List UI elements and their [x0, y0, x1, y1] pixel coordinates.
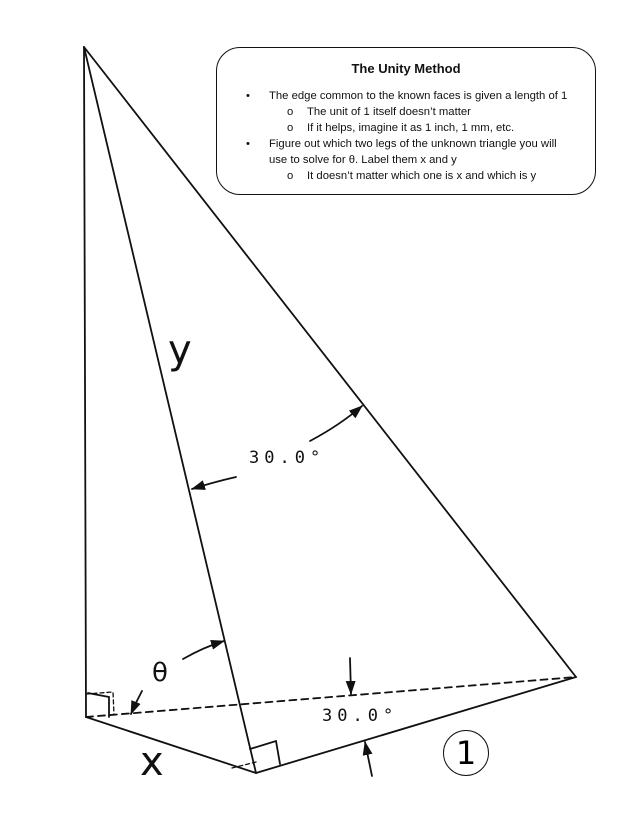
bullet-marker: o — [287, 170, 294, 182]
label-x: x — [140, 739, 164, 785]
note-text: If it helps, imagine it as 1 inch, 1 mm,… — [307, 122, 515, 134]
note-subitem: o The unit of 1 itself doesn’t matter — [231, 104, 567, 120]
note-item: • Figure out which two legs of the unknow… — [231, 136, 567, 152]
hidden-edge — [85, 676, 577, 718]
bullet-marker: o — [287, 106, 294, 118]
right-angle-dash-front — [231, 761, 257, 769]
unit-edge-value: 1 — [455, 734, 477, 772]
label-angle-bottom: 30.0° — [322, 706, 399, 726]
theta-arc-lower — [130, 690, 143, 715]
note-item-continued: use to solve for θ. Label them x and y — [231, 152, 567, 168]
note-list: • The edge common to the known faces is g… — [231, 88, 567, 184]
label-y: y — [168, 327, 192, 373]
note-text: It doesn’t matter which one is x and whi… — [307, 170, 537, 182]
note-subitem: o It doesn’t matter which one is x and wh… — [231, 168, 567, 184]
note-text: use to solve for θ. Label them x and y — [269, 154, 457, 166]
unit-edge-label: 1 — [443, 730, 489, 776]
edge-front-right — [255, 676, 577, 774]
right-angle-mark-left-hidden — [85, 691, 115, 716]
note-text: The edge common to the known faces is gi… — [269, 90, 568, 102]
note-item: • The edge common to the known faces is g… — [231, 88, 567, 104]
right-angle-mark-front — [249, 739, 281, 765]
edge-left-front — [85, 716, 257, 774]
note-text: The unit of 1 itself doesn’t matter — [307, 106, 471, 118]
label-angle-top: 30.0° — [249, 448, 326, 468]
bullet-marker: o — [287, 122, 294, 134]
bullet-marker: • — [246, 138, 250, 150]
edge-apex-right — [83, 46, 577, 678]
note-text: Figure out which two legs of the unknown… — [269, 138, 557, 150]
bullet-marker: • — [246, 90, 250, 102]
right-angle-mark-left — [87, 692, 110, 718]
angle-arc-top-right — [309, 405, 363, 442]
edge-apex-left — [83, 46, 87, 718]
note-subitem: o If it helps, imagine it as 1 inch, 1 mm… — [231, 120, 567, 136]
theta-arc-upper — [182, 639, 225, 660]
note-title: The Unity Method — [351, 61, 461, 76]
label-theta: θ — [152, 658, 168, 688]
edge-apex-front — [83, 46, 257, 774]
unity-method-note: The Unity Method • The edge common to the… — [216, 47, 596, 195]
angle-arc-top-left — [191, 476, 237, 490]
dim-arrow-lower — [362, 741, 373, 777]
dim-arrow-upper — [345, 657, 356, 695]
